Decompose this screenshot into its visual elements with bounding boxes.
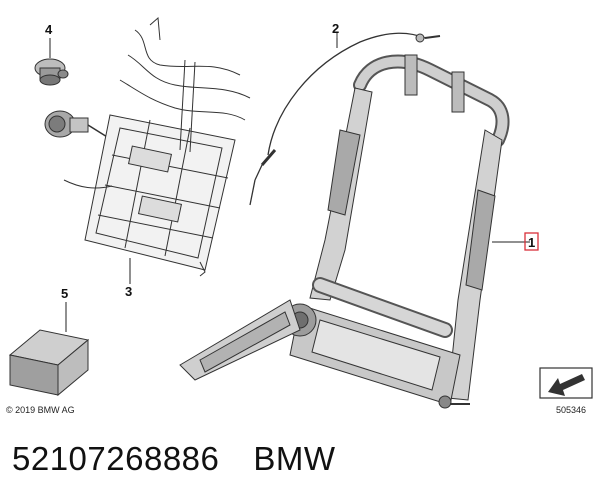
part-4-knob [34, 38, 69, 86]
callout-1: 1 [528, 235, 535, 250]
copyright-notice: © 2019 BMW AG [6, 405, 75, 415]
diagram-reference-number: 505346 [556, 405, 587, 415]
part-2-cable [249, 32, 441, 206]
part-3-lumbar-mat [63, 16, 251, 277]
leader-lines [65, 38, 530, 332]
callout-3: 3 [125, 284, 132, 299]
arrow-direction-icon [539, 367, 593, 399]
part-5-box [8, 329, 90, 397]
parts-diagram: 4 2 1 5 3 [8, 16, 593, 409]
brand-name: BMW [253, 440, 336, 477]
callout-4: 4 [45, 22, 53, 37]
callout-1-highlight [524, 232, 539, 251]
callout-2: 2 [332, 21, 339, 36]
part-1-backrest-frame [179, 54, 510, 409]
caption: 52107268886 BMW [12, 440, 336, 478]
callout-5: 5 [61, 286, 68, 301]
part-number: 52107268886 [12, 440, 220, 477]
lumbar-knob [44, 110, 113, 141]
